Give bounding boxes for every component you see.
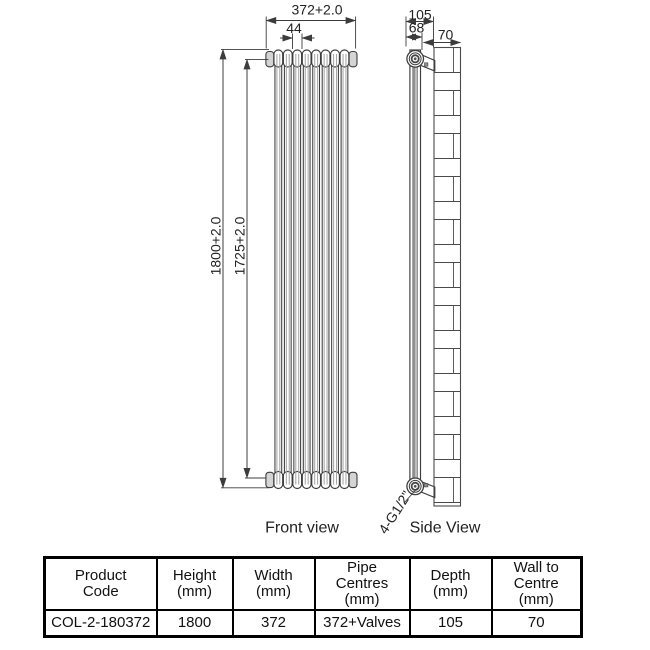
radiator-end-caps (265, 50, 358, 489)
front-view-label: Front view (265, 520, 339, 537)
dim-width: 372+2.0 (265, 2, 357, 49)
dim-height-tubes-text: 1725+2.0 (232, 216, 248, 275)
cell-height: 1800 (155, 609, 234, 638)
dim-column-pitch: 44 (280, 20, 315, 49)
dim-width-text: 372+2.0 (292, 2, 343, 18)
dim-height-overall-text: 1800+2.0 (208, 216, 224, 275)
cell-product-code: COL-2-180372 (43, 609, 158, 638)
front-view: 372+2.0 44 1800+2.0 (208, 2, 358, 537)
cell-width: 372 (231, 609, 316, 638)
valve-top (406, 49, 425, 68)
dim-height-overall: 1800+2.0 (208, 48, 269, 489)
col-header-height: Height(mm) (155, 556, 234, 611)
wall-section (433, 46, 462, 507)
dim-height-tubes: 1725+2.0 (232, 58, 269, 479)
valve-bottom (406, 477, 425, 496)
cell-wall-to-centre: 70 (490, 609, 583, 638)
dim-bracket: 68 (405, 20, 425, 50)
dim-wall-to-centre: 70 (422, 27, 462, 47)
col-header-depth: Depth(mm) (408, 556, 493, 611)
wall-brick-hatch (434, 47, 461, 503)
dim-column-pitch-text: 44 (286, 20, 302, 36)
dim-depth-text: 105 (408, 7, 432, 23)
dim-bracket-text: 68 (409, 20, 425, 36)
spec-table-data-row: COL-2-180372 1800 372 372+Valves 105 70 (43, 609, 583, 638)
cell-depth: 105 (408, 609, 493, 638)
dim-wall-to-centre-text: 70 (438, 27, 454, 43)
radiator-columns (273, 49, 350, 490)
col-header-width: Width(mm) (231, 556, 316, 611)
side-view: 105 68 70 4-G1/2" Side View (375, 7, 481, 537)
side-view-label: Side View (410, 520, 481, 537)
dim-depth: 105 (405, 7, 435, 48)
cell-pipe-centres: 372+Valves (313, 609, 411, 638)
radiator-side-profile (409, 49, 422, 494)
